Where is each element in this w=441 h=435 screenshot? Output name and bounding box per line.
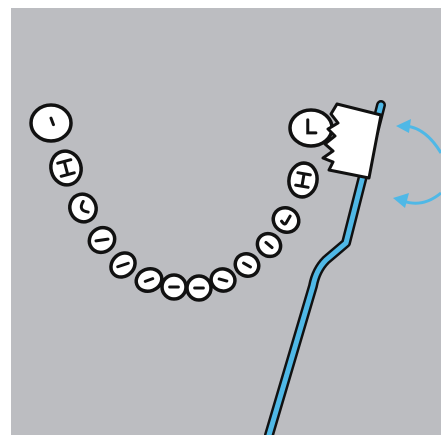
background: [11, 8, 441, 435]
tooth-icon: [162, 275, 186, 299]
toothbrush-illustration: [11, 8, 441, 435]
tooth-icon: [290, 110, 332, 146]
tooth-mark: [219, 279, 227, 281]
illustration-panel: [11, 8, 441, 435]
tooth-icon: [187, 276, 211, 300]
toothbrush-bristles: [323, 104, 381, 178]
tooth-icon: [31, 105, 71, 141]
